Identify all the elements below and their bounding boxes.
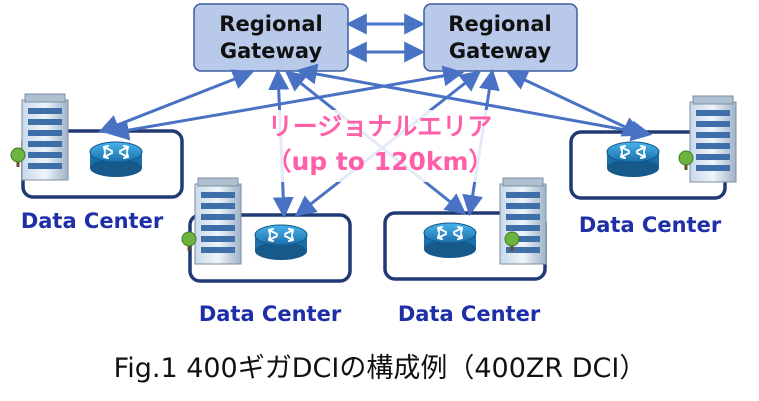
router-icon [423, 222, 477, 259]
data-center-label-2: Data Center [199, 302, 342, 326]
region-label-bg [268, 110, 492, 182]
data-center-label-3: Data Center [398, 302, 541, 326]
building-icon [499, 177, 547, 265]
data-center-label-4: Data Center [579, 213, 722, 237]
building-icon [21, 93, 69, 181]
gateway-left-line1: Regional [219, 12, 322, 36]
router-icon [89, 141, 143, 178]
region-label-line1: リージョナルエリア [268, 112, 493, 141]
router-icon [606, 141, 660, 178]
gateway-right: Regional Gateway [423, 3, 578, 72]
router-icon [254, 224, 308, 261]
gateway-left-line2: Gateway [220, 39, 323, 63]
figure-caption: Fig.1 400ギガDCIの構成例（400ZR DCI） [114, 353, 647, 384]
gateway-left: Regional Gateway [193, 3, 349, 72]
region-label-line2: （up to 120km） [266, 147, 493, 176]
gateway-right-line1: Regional [448, 12, 551, 36]
data-center-label-1: Data Center [21, 209, 164, 233]
building-icon [194, 177, 242, 265]
gateway-right-line2: Gateway [449, 39, 552, 63]
building-icon [689, 95, 737, 183]
